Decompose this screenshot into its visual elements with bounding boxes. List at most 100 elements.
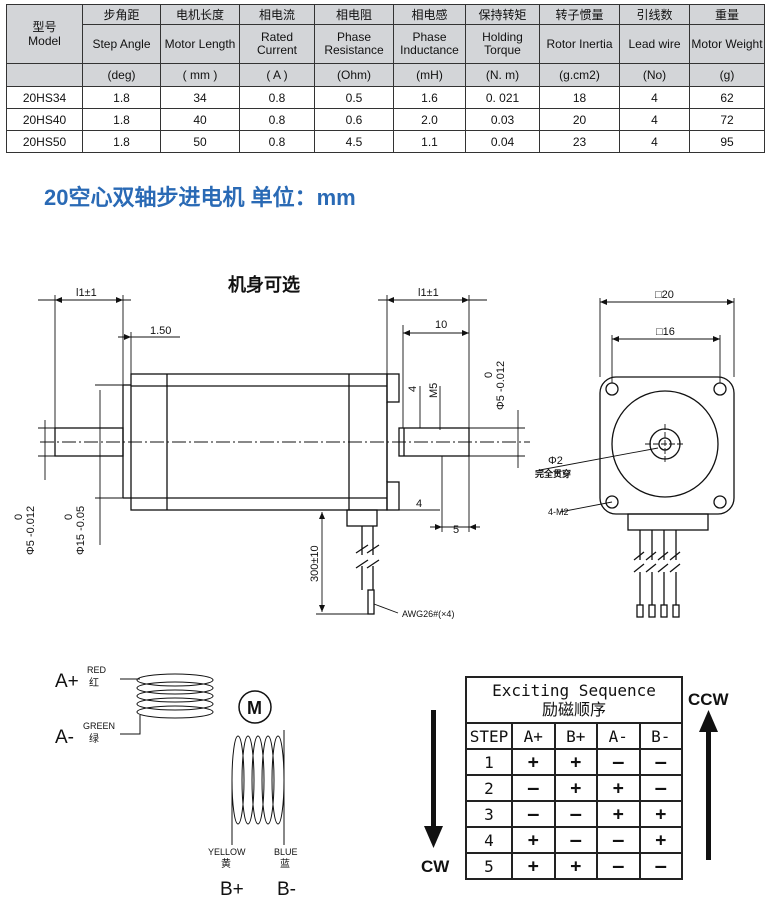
header-unit: (N. m) <box>465 63 540 87</box>
sequence-row: 1 + + – – <box>465 748 683 776</box>
header-en: Rotor Inertia <box>539 24 620 64</box>
sequence-cell: + <box>553 774 598 802</box>
sequence-header: B+ <box>553 722 598 750</box>
b-plus-label: B+ <box>220 879 244 900</box>
table-cell: 18 <box>539 86 620 109</box>
step-number: 5 <box>465 852 513 880</box>
header-cn: 转子惯量 <box>539 4 620 25</box>
table-cell: 0. 021 <box>465 86 540 109</box>
table-row: 20HS50 1.8 50 0.8 4.5 1.1 0.04 23 4 95 <box>6 130 765 153</box>
sequence-cell: – <box>638 852 683 880</box>
table-cell: 4 <box>619 130 690 153</box>
header-cn: 重量 <box>689 4 765 25</box>
step-number: 4 <box>465 826 513 854</box>
header-cn: 电机长度 <box>160 4 240 25</box>
sequence-header-row: STEP A+ B+ A- B- <box>465 722 683 750</box>
table-cell: 1.1 <box>393 130 466 153</box>
dim-m5: M5 <box>428 383 440 398</box>
dim-boss-zero: 0 <box>63 514 75 520</box>
header-cn: 相电阻 <box>314 4 394 25</box>
header-unit: (mH) <box>393 63 466 87</box>
sequence-row: 5 + + – – <box>465 852 683 880</box>
step-number: 2 <box>465 774 513 802</box>
right-shaft <box>398 427 470 457</box>
direction-arrows <box>424 710 718 860</box>
table-cell: 23 <box>539 130 620 153</box>
section-title: 20空心双轴步进电机 单位：mm <box>44 185 356 210</box>
sequence-cell: + <box>596 800 641 828</box>
dim-4-top: 4 <box>407 386 419 392</box>
blue-label: BLUE <box>274 847 298 857</box>
dim-5: 5 <box>453 524 459 536</box>
table-cell: 40 <box>160 108 240 131</box>
dim-shaft-left-zero: 0 <box>13 514 25 520</box>
motor-symbol: M <box>247 698 262 718</box>
table-cell: 0.8 <box>239 86 315 109</box>
sequence-cell: – <box>596 748 641 776</box>
yellow-cn-label: 黄 <box>221 857 231 870</box>
step-number: 1 <box>465 748 513 776</box>
sequence-row: 4 + – – + <box>465 826 683 854</box>
sequence-cell: – <box>638 774 683 802</box>
header-cn: 保持转矩 <box>465 4 540 25</box>
sequence-row: 3 – – + + <box>465 800 683 828</box>
header-en: Step Angle <box>82 24 161 64</box>
red-cn-label: 红 <box>89 676 99 689</box>
green-cn-label: 绿 <box>89 732 99 745</box>
header-en: Motor Length <box>160 24 240 64</box>
awg-label: AWG26#(×4) <box>402 609 454 619</box>
sequence-cell: + <box>553 748 598 776</box>
dim-l1: l1±1 <box>76 287 97 299</box>
header-unit: (Ohm) <box>314 63 394 87</box>
screw-label: 4-M2 <box>548 507 569 517</box>
table-cell: 62 <box>689 86 765 109</box>
red-label: RED <box>87 665 107 675</box>
sequence-cell: – <box>553 826 598 854</box>
sequence-header: A- <box>596 722 641 750</box>
dim-square-16: □16 <box>656 326 675 338</box>
header-unit: (deg) <box>82 63 161 87</box>
header-en: Holding Torque <box>465 24 540 64</box>
sequence-cell: + <box>596 774 641 802</box>
sequence-cell: + <box>511 826 556 854</box>
header-unit: ( mm ) <box>160 63 240 87</box>
sequence-header: B- <box>638 722 683 750</box>
table-cell: 1.8 <box>82 108 161 131</box>
step-number: 3 <box>465 800 513 828</box>
header-cn: 相电感 <box>393 4 466 25</box>
table-cell: 0.03 <box>465 108 540 131</box>
table-cell: 1.8 <box>82 130 161 153</box>
header-unit: (g.cm2) <box>539 63 620 87</box>
header-en: Lead wire <box>619 24 690 64</box>
table-cell: 50 <box>160 130 240 153</box>
ccw-arrow-shaft <box>706 730 711 860</box>
header-en: Phase Resistance <box>314 24 394 64</box>
table-cell: 95 <box>689 130 765 153</box>
header-cn: 相电流 <box>239 4 315 25</box>
a-plus-label: A+ <box>55 671 79 692</box>
ccw-arrow-head <box>699 710 718 732</box>
dim-10: 10 <box>435 319 447 331</box>
yellow-label: YELLOW <box>208 847 246 857</box>
dim-boss: Φ15 -0.05 <box>75 506 87 555</box>
sequence-cell: – <box>596 826 641 854</box>
dim-shaft-left: Φ5 -0.012 <box>25 506 37 555</box>
header-en: Motor Weight <box>689 24 765 64</box>
sequence-header: A+ <box>511 722 556 750</box>
dim-square-20: □20 <box>655 289 674 301</box>
header-unit: ( A ) <box>239 63 315 87</box>
table-cell: 4 <box>619 86 690 109</box>
dim-shaft-right-zero: 0 <box>483 372 495 378</box>
header-en: Rated Current <box>239 24 315 64</box>
sequence-cell: + <box>511 748 556 776</box>
table-cell: 4 <box>619 108 690 131</box>
ccw-label: CCW <box>688 690 729 709</box>
header-cn: 步角距 <box>82 4 161 25</box>
sequence-header: STEP <box>465 722 513 750</box>
sequence-cell: – <box>511 774 556 802</box>
cw-arrow-head <box>424 826 443 848</box>
hole-label: Φ2 <box>548 455 563 467</box>
table-cell: 0.04 <box>465 130 540 153</box>
